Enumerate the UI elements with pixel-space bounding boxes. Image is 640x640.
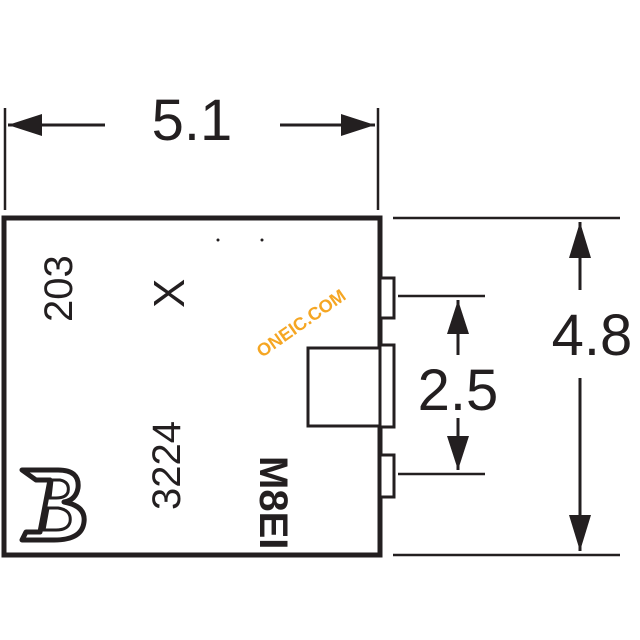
pin-middle-outer xyxy=(378,343,396,429)
pitch-value: 2.5 xyxy=(418,358,499,423)
date-code-marking: M8EI xyxy=(251,456,295,549)
marking-dot-right xyxy=(260,238,264,242)
width-value: 5.1 xyxy=(152,88,233,153)
type-letter-marking: X xyxy=(145,279,194,308)
model-marking: 3224 xyxy=(145,421,189,510)
pin-bottom xyxy=(378,453,396,499)
pitch-arrowhead-bottom xyxy=(447,436,469,470)
width-arrowhead-right xyxy=(341,114,375,136)
width-dimension: 5.1 xyxy=(3,88,380,210)
height-arrowhead-top xyxy=(569,222,591,258)
adjuster-slot xyxy=(306,346,382,428)
bourns-b-logo-icon xyxy=(19,467,87,543)
marking-dot-left xyxy=(216,238,220,242)
pitch-dimension: 2.5 xyxy=(398,294,499,476)
width-arrowhead-left xyxy=(8,114,42,136)
height-value: 4.8 xyxy=(552,303,633,368)
pin-top xyxy=(378,276,396,320)
height-dimension: 4.8 xyxy=(393,216,633,557)
height-arrowhead-bottom xyxy=(569,515,591,551)
pitch-arrowhead-top xyxy=(447,300,469,334)
resistance-code-marking: 203 xyxy=(37,255,81,322)
